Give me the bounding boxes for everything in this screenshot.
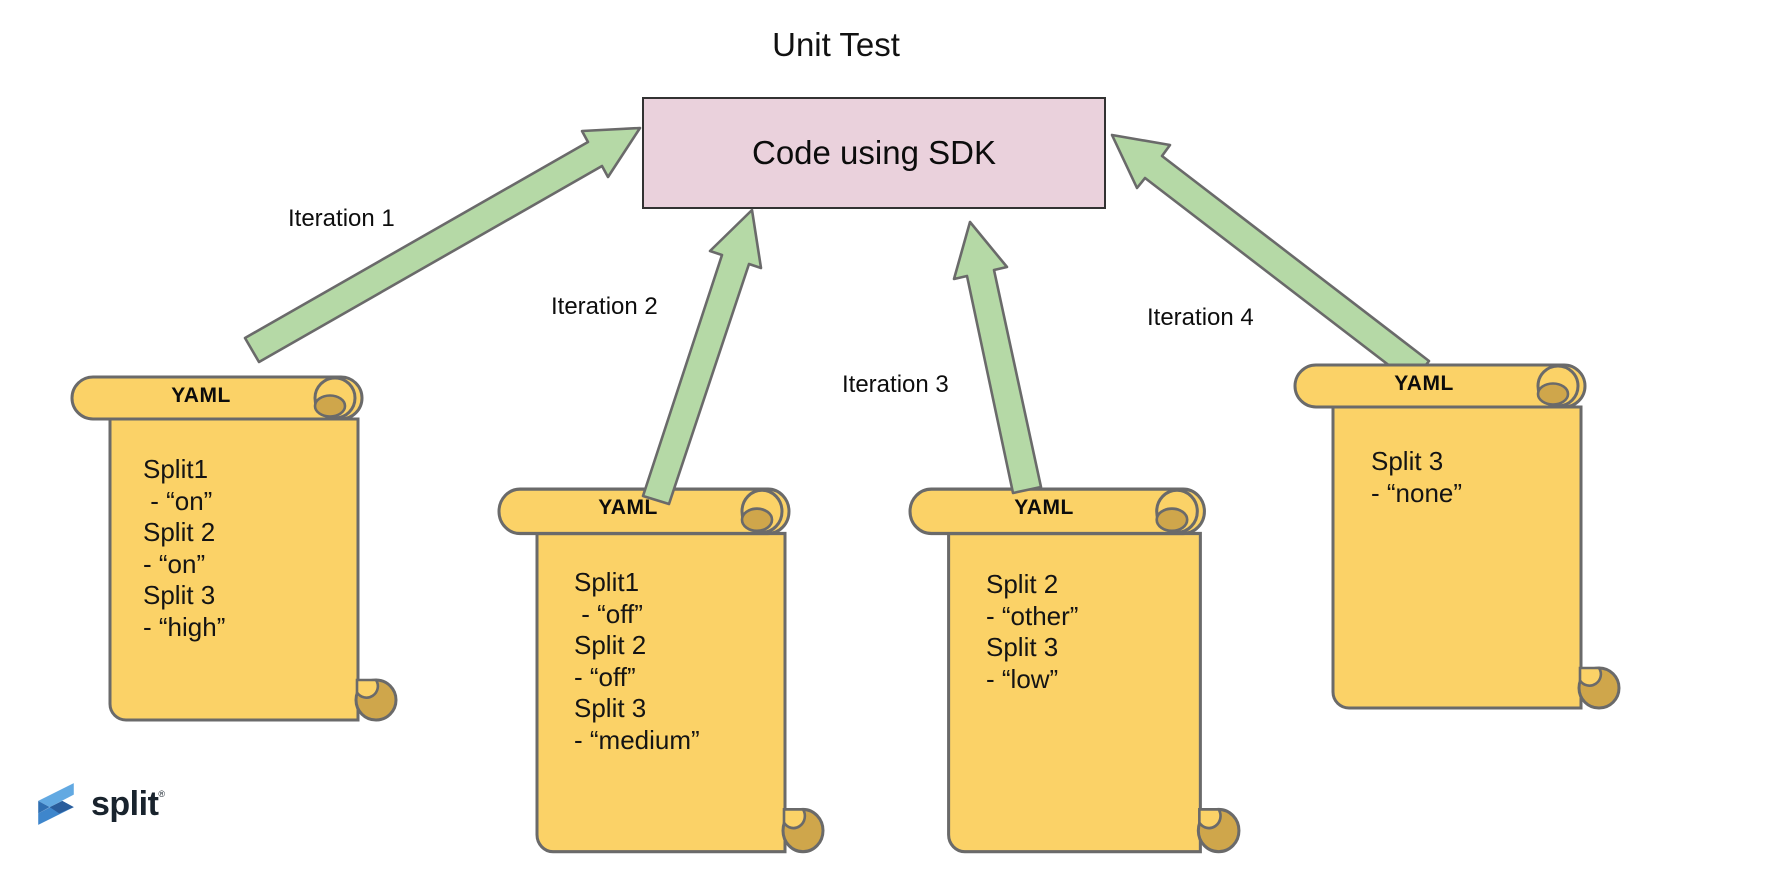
yaml-scroll-2 xyxy=(497,487,827,857)
scroll-line: Split 2 xyxy=(143,517,216,547)
scroll-3-content: Split 2- “other”Split 3- “low” xyxy=(986,569,1078,695)
scroll-line: - “other” xyxy=(986,600,1079,631)
scroll-line: - “on” xyxy=(143,485,213,516)
scroll-line: Split 3 xyxy=(143,580,216,610)
scroll-3-header: YAML xyxy=(1014,496,1074,519)
scroll-2-header: YAML xyxy=(598,496,658,519)
scroll-line: - “off” xyxy=(574,598,643,629)
registered-trademark-icon: ® xyxy=(158,788,165,799)
scroll-4-header: YAML xyxy=(1394,372,1454,395)
arrow-iteration-3 xyxy=(952,220,1043,495)
scroll-shape-icon xyxy=(497,487,825,854)
scroll-line: Split 3 xyxy=(986,632,1059,662)
split-logo-text: split® xyxy=(91,784,165,823)
scroll-shape-icon xyxy=(908,487,1241,854)
scroll-line: - “none” xyxy=(1371,477,1463,508)
yaml-scroll-4 xyxy=(1293,363,1623,713)
scroll-line: Split 2 xyxy=(574,630,647,660)
code-using-sdk-label: Code using SDK xyxy=(752,134,996,171)
iteration-4-label: Iteration 4 xyxy=(1147,304,1254,331)
iteration-1-label: Iteration 1 xyxy=(288,205,395,232)
scroll-2-content: Split1 - “off”Split 2- “off”Split 3- “me… xyxy=(574,567,700,756)
scroll-1-header: YAML xyxy=(171,384,231,407)
scroll-line: Split 3 xyxy=(1371,446,1444,476)
scroll-1-content: Split1 - “on”Split 2- “on”Split 3- “high… xyxy=(143,454,225,643)
iteration-2-label: Iteration 2 xyxy=(551,293,658,320)
arrow-iteration-4 xyxy=(1110,133,1431,385)
split-logo-icon xyxy=(38,783,74,825)
scroll-line: - “off” xyxy=(574,661,636,692)
arrow-iteration-2 xyxy=(641,208,763,506)
scroll-shape-icon xyxy=(1293,363,1621,710)
arrow-iteration-1 xyxy=(243,126,642,364)
iteration-3-label: Iteration 3 xyxy=(842,371,949,398)
scroll-line: Split 2 xyxy=(986,569,1059,599)
split-logo: split® xyxy=(33,781,165,827)
scroll-line: Split1 xyxy=(574,567,640,597)
scroll-4-content: Split 3- “none” xyxy=(1371,446,1462,509)
yaml-scroll-3 xyxy=(908,487,1243,857)
scroll-line: - “medium” xyxy=(574,724,700,755)
scroll-line: - “high” xyxy=(143,611,226,642)
scroll-line: Split1 xyxy=(143,454,209,484)
scroll-line: Split 3 xyxy=(574,693,647,723)
scroll-shape-icon xyxy=(70,375,398,722)
scroll-line: - “low” xyxy=(986,663,1059,694)
page-title: Unit Test xyxy=(772,26,900,63)
code-using-sdk-box: Code using SDK xyxy=(642,97,1106,209)
yaml-scroll-1 xyxy=(70,375,400,725)
scroll-line: - “on” xyxy=(143,548,206,579)
